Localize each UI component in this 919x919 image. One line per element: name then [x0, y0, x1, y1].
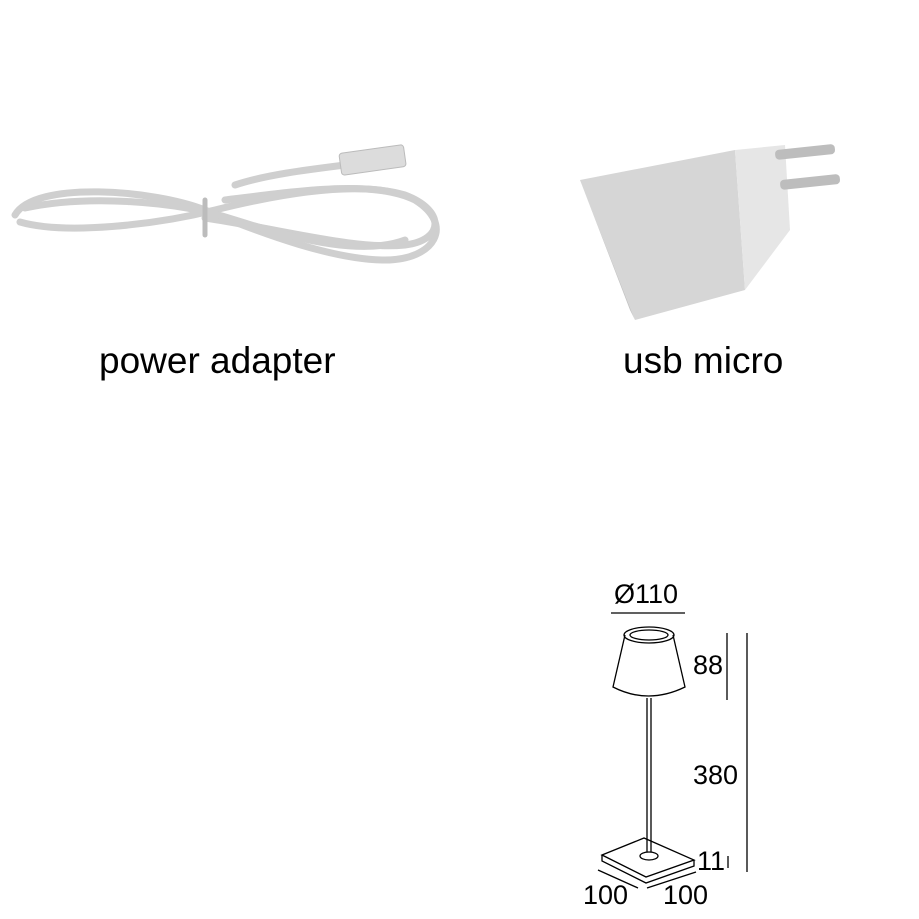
base-width-label: 100 — [663, 880, 709, 910]
base-depth-label: 100 — [583, 880, 629, 910]
diameter-label: Ø110 — [614, 579, 679, 609]
product-label-usb-micro: usb micro — [623, 340, 784, 381]
lamp-shade — [612, 634, 686, 697]
wall-charger-image — [580, 144, 841, 320]
product-label-power-adapter: power adapter — [99, 340, 336, 381]
base-height-label: 11 — [697, 846, 726, 876]
lamp-dimension-drawing — [597, 612, 748, 889]
total-height-label: 380 — [693, 760, 739, 790]
usb-cable-image — [11, 144, 440, 264]
shade-height-label: 88 — [693, 650, 724, 680]
